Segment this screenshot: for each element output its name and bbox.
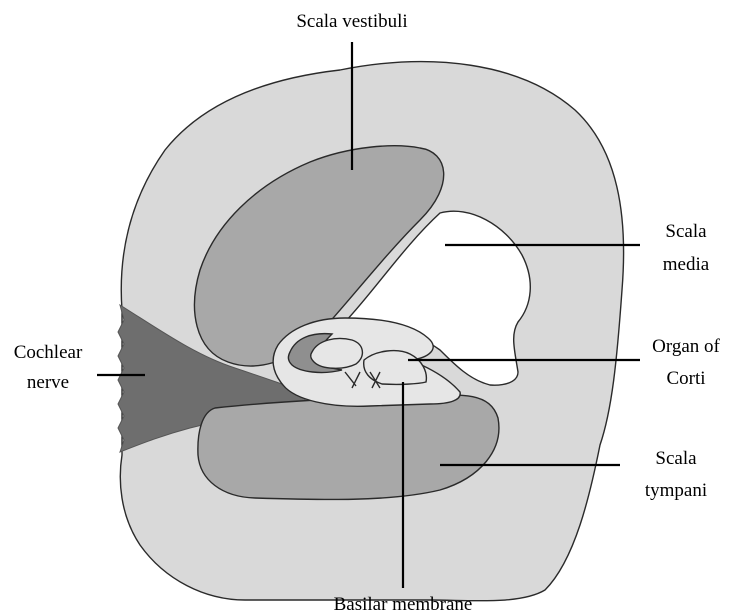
label-scala-tympani-line1: Scala [655, 448, 697, 469]
label-scala-vestibuli: Scala vestibuli [296, 11, 407, 32]
label-organ-of-corti-line2: Corti [666, 368, 705, 389]
scala-tympani [198, 395, 499, 500]
label-scala-media-line1: Scala [665, 221, 707, 242]
label-organ-of-corti-line1: Organ of [652, 336, 720, 357]
label-scala-tympani-line2: tympani [645, 480, 707, 501]
label-basilar-membrane: Basilar membrane [334, 594, 473, 615]
label-scala-media-line2: media [663, 254, 710, 275]
label-cochlear-nerve-line1: Cochlear [14, 342, 83, 363]
label-cochlear-nerve-line2: nerve [27, 372, 69, 393]
